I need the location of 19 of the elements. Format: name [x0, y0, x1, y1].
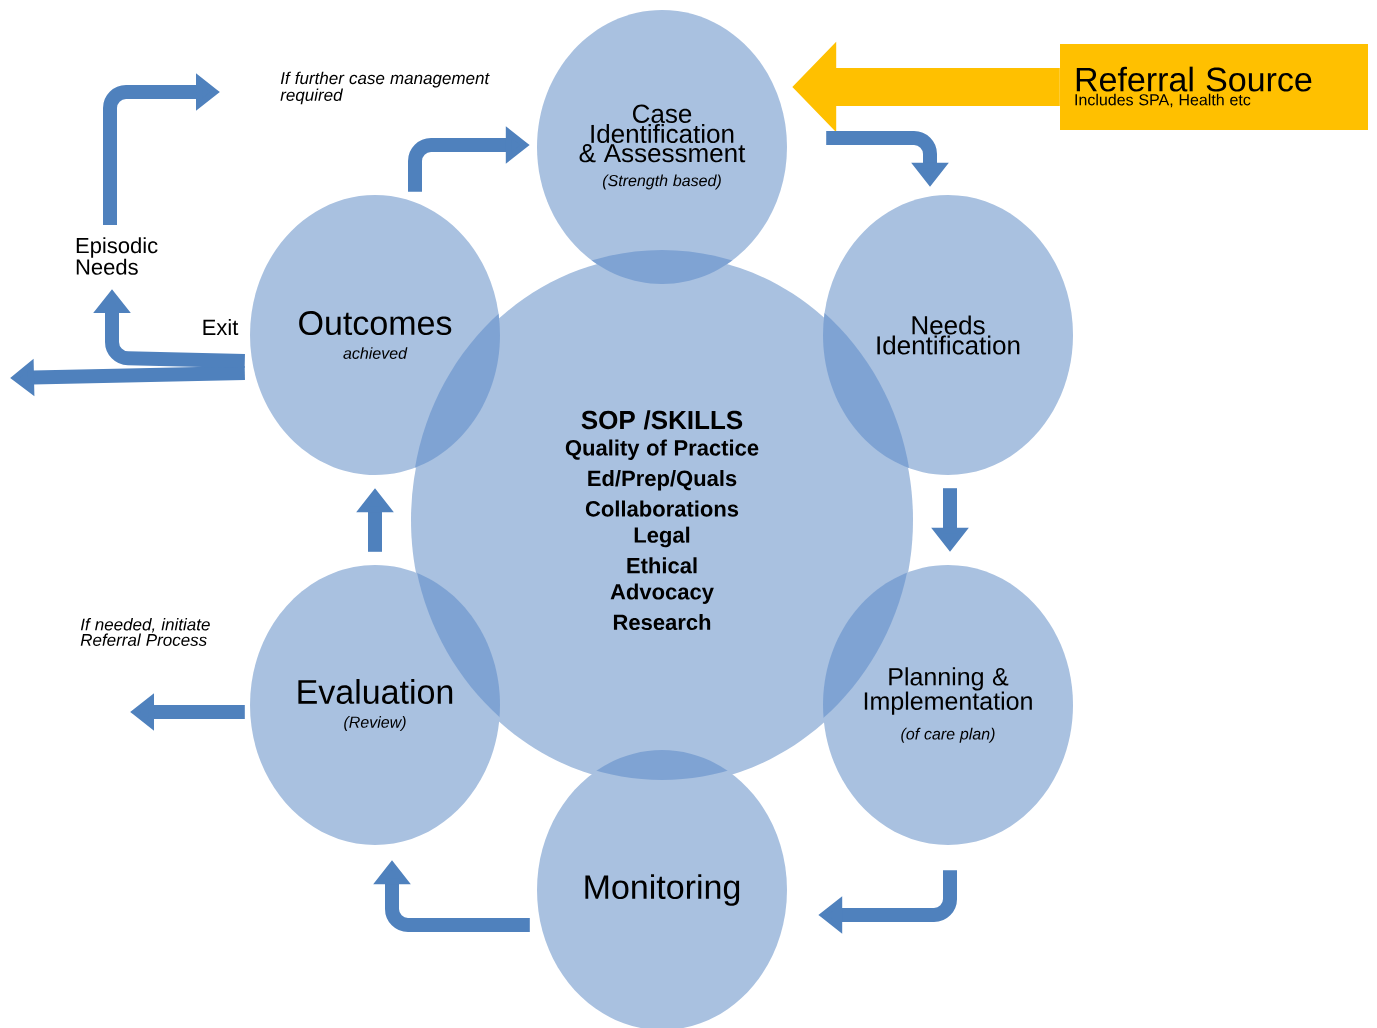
edge-label: If needed, initiate Referral Process [80, 618, 210, 646]
node-label: Ed/Prep/Quals [588, 469, 737, 491]
node-label: Needs [912, 315, 985, 335]
node-label: Quality of Practice [565, 439, 759, 460]
node-label: Ethical [627, 557, 697, 574]
node-label: SOP /SKILLS [581, 410, 743, 430]
node-label: Advocacy [610, 583, 714, 604]
node-label: achieved [343, 347, 408, 359]
edge-label: Exit [203, 318, 239, 336]
source-box: Referral Source Includes SPA, Health etc [1060, 44, 1368, 130]
node-label: Monitoring [585, 874, 740, 906]
node-label: (Strength based) [602, 174, 721, 190]
node-label: Collaborations [585, 500, 739, 517]
bare-text: Episodic Needs [76, 237, 158, 275]
node-label: Research [613, 613, 711, 631]
node-label: (Review) [344, 716, 406, 731]
edge-label: If further case management required [280, 71, 490, 105]
node-label: Legal [634, 526, 690, 548]
node-label: Case Identification & Assessment [579, 104, 746, 163]
